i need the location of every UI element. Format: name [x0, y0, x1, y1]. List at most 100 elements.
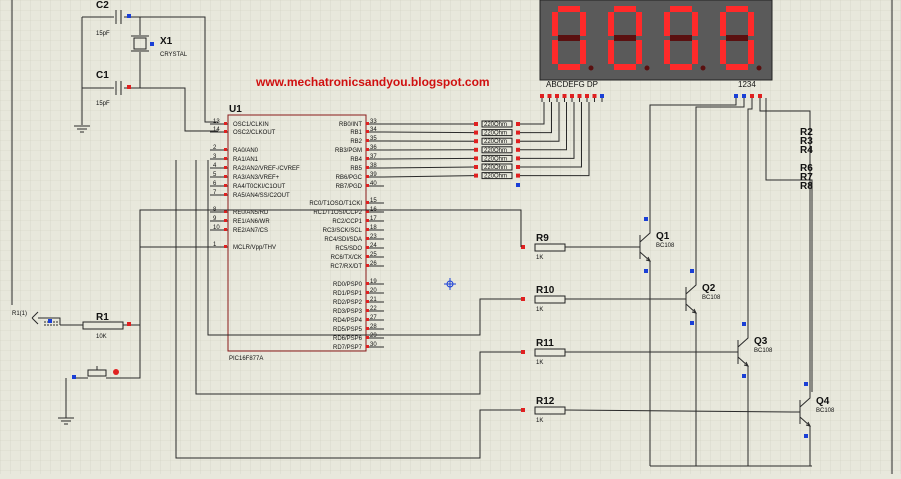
pin-name: RA4/T0CKI/C1OUT: [233, 184, 286, 190]
segment: [614, 35, 636, 41]
pin-number: 25: [370, 252, 377, 258]
segment-resistor[interactable]: 220Ohm: [474, 172, 520, 180]
transistor-ref: Q3: [754, 336, 768, 347]
segment: [726, 35, 748, 41]
segment: [670, 64, 692, 70]
segment-resistor-array[interactable]: 220Ohm220Ohm220Ohm220Ohm220Ohm220Ohm220O…: [474, 120, 520, 180]
segment: [692, 40, 698, 64]
segment-resistor[interactable]: 220Ohm: [474, 120, 520, 128]
crystal-x1[interactable]: X1 CRYSTAL: [131, 17, 188, 88]
pin-name: RA5/AN4/SS/C2OUT: [233, 193, 290, 199]
pin-number: 17: [370, 216, 377, 222]
pin-number: 19: [370, 279, 377, 285]
transistor-part: BC108: [754, 348, 773, 354]
segment: [636, 12, 642, 36]
capacitor-c2[interactable]: C2 15pF: [82, 0, 140, 37]
pin-name: MCLR/Vpp/THV: [233, 245, 276, 251]
pin-name: RC1/T1OSI/CCP2: [313, 210, 362, 216]
segment-resistor[interactable]: 220Ohm: [474, 129, 520, 137]
segment: [636, 40, 642, 64]
segment-resistor[interactable]: 220Ohm: [474, 146, 520, 154]
segment: [558, 64, 580, 70]
resistor-value: 1K: [536, 360, 543, 366]
pin-name: RA0/AN0: [233, 148, 259, 154]
pin-number: 30: [370, 342, 377, 348]
resistor-ref: R9: [536, 233, 549, 244]
pin-number: 23: [370, 234, 377, 240]
side-label: R4: [800, 145, 813, 156]
pin-name: RD6/PSP6: [333, 336, 363, 342]
mcu-part: PIC16F877A: [229, 356, 263, 362]
x1-ref: X1: [160, 36, 173, 47]
segment: [608, 40, 614, 64]
pin-name: RD0/PSP0: [333, 282, 363, 288]
segment-resistor[interactable]: 220Ohm: [474, 137, 520, 145]
ground-symbol-top: [74, 125, 90, 133]
pin-name: RC5/SDO: [335, 246, 362, 252]
resistor-value: 220Ohm: [484, 139, 507, 145]
transistor-ref: Q2: [702, 283, 716, 294]
segment: [726, 6, 748, 12]
pin-number: 29: [370, 333, 377, 339]
capacitor-c1[interactable]: C1 15pF: [82, 70, 140, 107]
crosshair-marker: [444, 278, 456, 290]
seven-segment-display[interactable]: ABCDEFG DP 1234: [539, 0, 773, 89]
resistor-value: 1K: [536, 307, 543, 313]
segment: [580, 12, 586, 36]
segment-resistor[interactable]: 220Ohm: [474, 163, 520, 171]
pin-name: RB5: [350, 166, 362, 172]
reset-button[interactable]: [76, 366, 120, 379]
pin-number: 24: [370, 243, 377, 249]
pin-name: RC7/RX/DT: [330, 264, 362, 270]
segment-resistor[interactable]: 220Ohm: [474, 154, 520, 162]
pin-name: RB1: [350, 130, 362, 136]
segment: [558, 35, 580, 41]
pin-number: 5: [213, 172, 217, 178]
pin-name: RD3/PSP3: [333, 309, 363, 315]
digit-label: 1234: [738, 80, 756, 89]
